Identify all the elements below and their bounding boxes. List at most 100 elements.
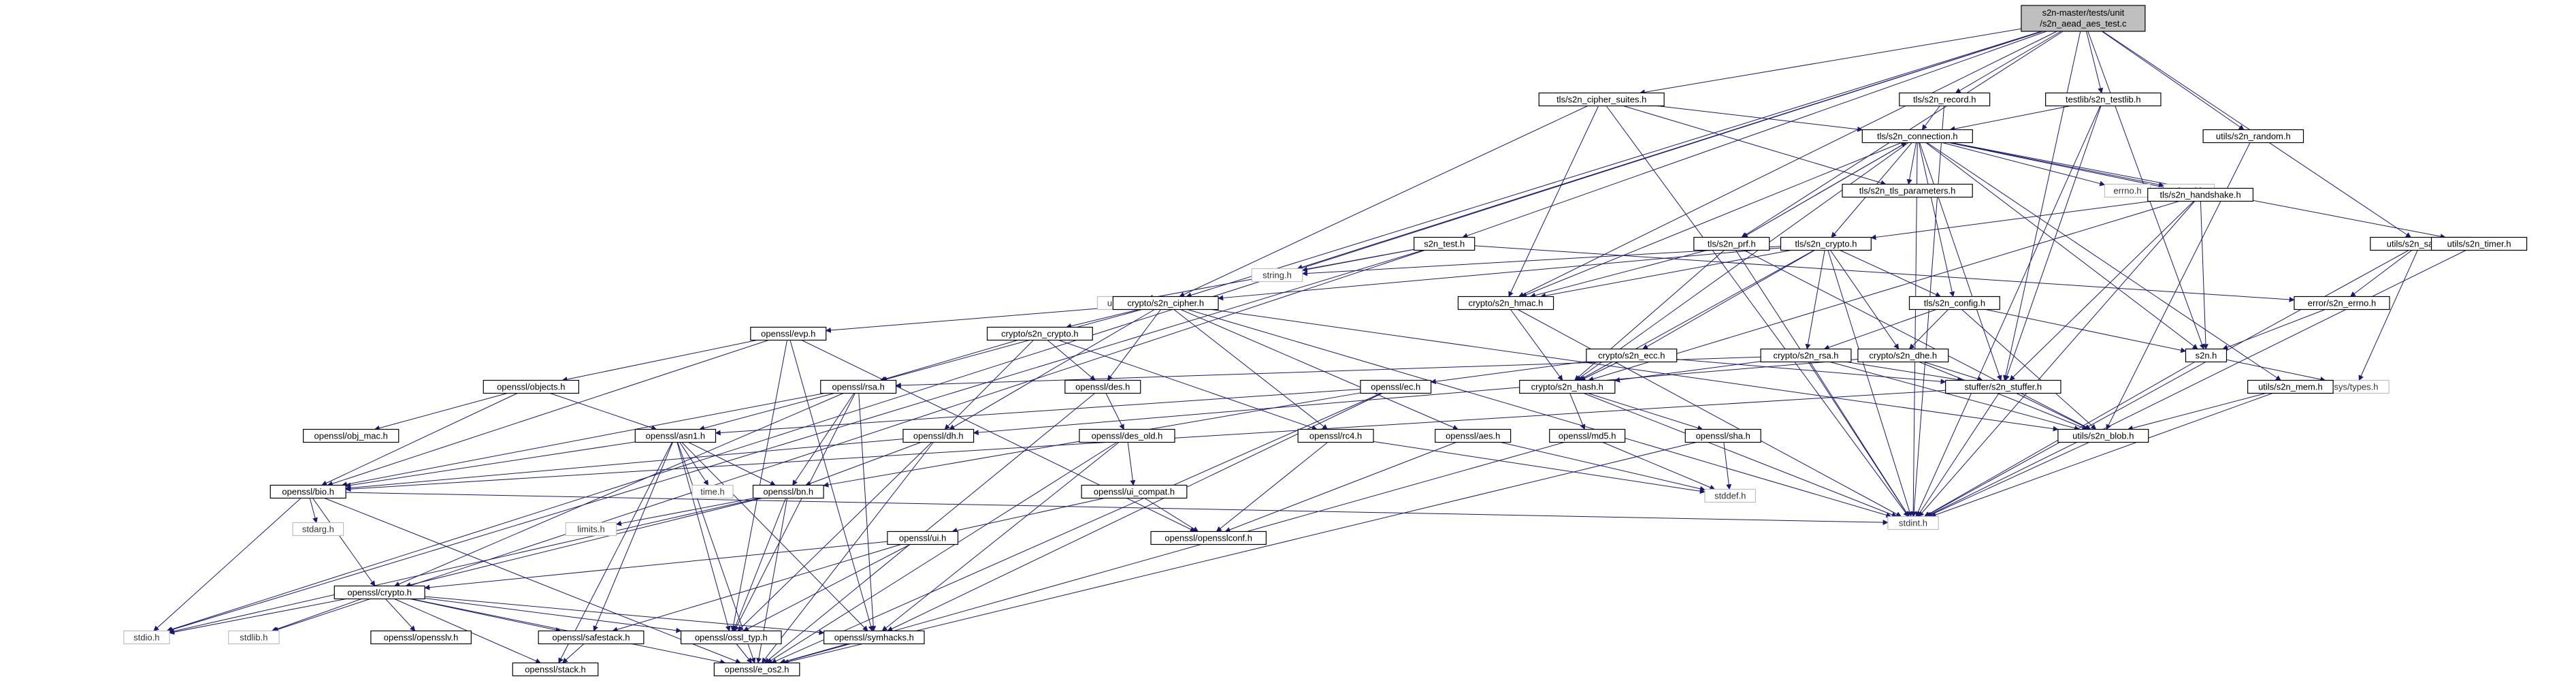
node-tls-record[interactable]: tls/s2n_record.h bbox=[1899, 92, 1991, 107]
node-label: crypto/s2n_cipher.h bbox=[1127, 298, 1204, 308]
node-s2n-cipher[interactable]: crypto/s2n_cipher.h bbox=[1112, 296, 1219, 311]
node-label: openssl/sha.h bbox=[1696, 431, 1750, 441]
edge-aes-to-stddef bbox=[1500, 442, 1706, 492]
edge-s2n_test-to-string bbox=[1301, 249, 1414, 272]
edge-cipher_suites-to-s2n_hmac bbox=[1508, 106, 1599, 298]
node-s2n-dhe[interactable]: crypto/s2n_dhe.h bbox=[1857, 348, 1949, 363]
node-stuffer[interactable]: stuffer/s2n_stuffer.h bbox=[1945, 379, 2061, 394]
node-tls-prf[interactable]: tls/s2n_prf.h bbox=[1693, 236, 1770, 251]
node-string[interactable]: string.h bbox=[1251, 268, 1303, 283]
node-s2n-hash[interactable]: crypto/s2n_hash.h bbox=[1519, 379, 1616, 394]
edge-tls_handshake-to-s2n_h bbox=[2200, 201, 2208, 350]
node-s2n-ecc[interactable]: crypto/s2n_ecc.h bbox=[1586, 348, 1678, 363]
node-label: openssl/rsa.h bbox=[832, 382, 885, 392]
node-label: openssl/safestack.h bbox=[552, 633, 630, 643]
node-safestack[interactable]: openssl/safestack.h bbox=[538, 630, 645, 645]
node-symhacks[interactable]: openssl/symhacks.h bbox=[823, 630, 925, 645]
node-asn1[interactable]: openssl/asn1.h bbox=[634, 428, 717, 443]
node-objects[interactable]: openssl/objects.h bbox=[483, 379, 579, 394]
node-stdio[interactable]: stdio.h bbox=[123, 630, 170, 645]
edge-tls_connection-to-stuffer bbox=[1919, 142, 2002, 381]
node-s2n-crypto[interactable]: crypto/s2n_crypto.h bbox=[986, 326, 1093, 341]
node-layer: s2n-master/tests/unit /s2n_aead_aes_test… bbox=[123, 5, 2528, 677]
node-rc4[interactable]: openssl/rc4.h bbox=[1297, 428, 1374, 443]
node-ui[interactable]: openssl/ui.h bbox=[887, 530, 959, 545]
node-stdlib[interactable]: stdlib.h bbox=[228, 630, 280, 645]
node-stdint[interactable]: stdint.h bbox=[1887, 515, 1939, 530]
node-dh[interactable]: openssl/dh.h bbox=[902, 428, 975, 443]
node-s2n-test[interactable]: s2n_test.h bbox=[1414, 236, 1476, 251]
node-limits[interactable]: limits.h bbox=[565, 522, 617, 537]
edge-s2n_cipher-to-stdint bbox=[1187, 309, 1892, 518]
edge-s2n_crypto-to-rc4 bbox=[1058, 340, 1318, 430]
edge-dh-to-bio bbox=[345, 439, 904, 491]
edge-ocrypto-to-ossl_typ bbox=[425, 597, 682, 633]
node-s2n-timer[interactable]: utils/s2n_timer.h bbox=[2430, 236, 2528, 251]
node-obj-mac[interactable]: openssl/obj_mac.h bbox=[303, 428, 400, 443]
node-s2n-h[interactable]: s2n.h bbox=[2185, 348, 2228, 363]
edge-ossl_typ-to-e_os2 bbox=[736, 644, 752, 664]
node-sys-types[interactable]: sys/types.h bbox=[2323, 379, 2390, 394]
edge-bn-to-limits bbox=[615, 498, 755, 526]
node-s2n-rsa[interactable]: crypto/s2n_rsa.h bbox=[1760, 348, 1852, 363]
node-ossl-typ[interactable]: openssl/ossl_typ.h bbox=[680, 630, 782, 645]
edge-root-to-cipher_suites bbox=[1639, 28, 2021, 95]
node-bio[interactable]: openssl/bio.h bbox=[270, 484, 346, 499]
edge-objects-to-obj_mac bbox=[374, 393, 508, 431]
node-ec[interactable]: openssl/ec.h bbox=[1360, 379, 1432, 394]
edge-ui-to-safestack bbox=[612, 544, 902, 633]
node-s2n-mem[interactable]: utils/s2n_mem.h bbox=[2247, 379, 2334, 394]
node-evp[interactable]: openssl/evp.h bbox=[750, 326, 827, 341]
node-label: crypto/s2n_dhe.h bbox=[1869, 351, 1937, 361]
node-label: tls/s2n_record.h bbox=[1913, 95, 1976, 105]
node-tls-config[interactable]: tls/s2n_config.h bbox=[1908, 296, 2000, 311]
node-label: error/s2n_errno.h bbox=[2308, 298, 2376, 308]
edge-tls_connection-to-tls_handshake bbox=[1949, 142, 2170, 190]
node-label: stdio.h bbox=[133, 633, 159, 643]
node-stack[interactable]: openssl/stack.h bbox=[512, 662, 599, 677]
node-tls-crypto[interactable]: tls/s2n_crypto.h bbox=[1780, 236, 1872, 251]
node-md5[interactable]: openssl/md5.h bbox=[1549, 428, 1626, 443]
node-stdarg[interactable]: stdarg.h bbox=[292, 522, 344, 537]
edge-asn1-to-ossl_typ bbox=[676, 442, 731, 632]
node-des-old[interactable]: openssl/des_old.h bbox=[1079, 428, 1175, 443]
node-s2n-hmac[interactable]: crypto/s2n_hmac.h bbox=[1457, 296, 1554, 311]
node-s2n-blob[interactable]: utils/s2n_blob.h bbox=[2057, 428, 2149, 443]
edge-sha-to-e_os2 bbox=[783, 442, 1697, 665]
node-tls-connection[interactable]: tls/s2n_connection.h bbox=[1861, 129, 1973, 144]
node-label: sys/types.h bbox=[2334, 382, 2378, 392]
node-label: tls/s2n_crypto.h bbox=[1795, 239, 1857, 249]
node-label: openssl/ossl_typ.h bbox=[695, 633, 768, 643]
node-aes[interactable]: openssl/aes.h bbox=[1435, 428, 1512, 443]
edge-tls_record-to-stdint bbox=[1911, 106, 1944, 518]
node-label: crypto/s2n_hmac.h bbox=[1469, 298, 1544, 308]
node-tls-params[interactable]: tls/s2n_tls_parameters.h bbox=[1842, 183, 1973, 198]
node-cipher-suites[interactable]: tls/s2n_cipher_suites.h bbox=[1538, 92, 1665, 107]
node-ocrypto[interactable]: openssl/crypto.h bbox=[333, 585, 425, 600]
node-sha[interactable]: openssl/sha.h bbox=[1684, 428, 1761, 443]
node-time[interactable]: time.h bbox=[691, 484, 734, 499]
node-des[interactable]: openssl/des.h bbox=[1064, 379, 1141, 394]
node-testlib[interactable]: testlib/s2n_testlib.h bbox=[2045, 92, 2162, 107]
edge-s2n_cipher-to-rsa bbox=[881, 309, 1142, 382]
node-opensslv[interactable]: openssl/opensslv.h bbox=[370, 630, 472, 645]
node-errno[interactable]: errno.h bbox=[2104, 183, 2151, 198]
node-tls-handshake[interactable]: tls/s2n_handshake.h bbox=[2147, 187, 2254, 202]
edge-des-to-des_old bbox=[1105, 393, 1124, 430]
node-stddef[interactable]: stddef.h bbox=[1704, 488, 1757, 503]
node-label: tls/s2n_handshake.h bbox=[2159, 190, 2240, 200]
edge-cipher_suites-to-s2n_cipher bbox=[1179, 106, 1588, 298]
node-e-os2[interactable]: openssl/e_os2.h bbox=[713, 662, 800, 677]
edge-s2n_mem-to-s2n_blob bbox=[2127, 393, 2266, 431]
node-ui-compat[interactable]: openssl/ui_compat.h bbox=[1081, 484, 1188, 499]
node-label: tls/s2n_prf.h bbox=[1708, 239, 1756, 249]
node-opensslconf[interactable]: openssl/opensslconf.h bbox=[1150, 530, 1267, 545]
edge-tls_connection-to-stdint bbox=[1910, 142, 1918, 518]
node-s2n-random[interactable]: utils/s2n_random.h bbox=[2202, 129, 2304, 144]
root-node[interactable]: s2n-master/tests/unit /s2n_aead_aes_test… bbox=[2021, 5, 2146, 32]
node-s2n-errno[interactable]: error/s2n_errno.h bbox=[2294, 296, 2390, 311]
edge-s2n_test-to-s2n_errno bbox=[1474, 245, 2295, 302]
node-rsa[interactable]: openssl/rsa.h bbox=[820, 379, 897, 394]
edge-ui-to-ocrypto bbox=[424, 541, 887, 590]
node-bn[interactable]: openssl/bn.h bbox=[752, 484, 824, 499]
